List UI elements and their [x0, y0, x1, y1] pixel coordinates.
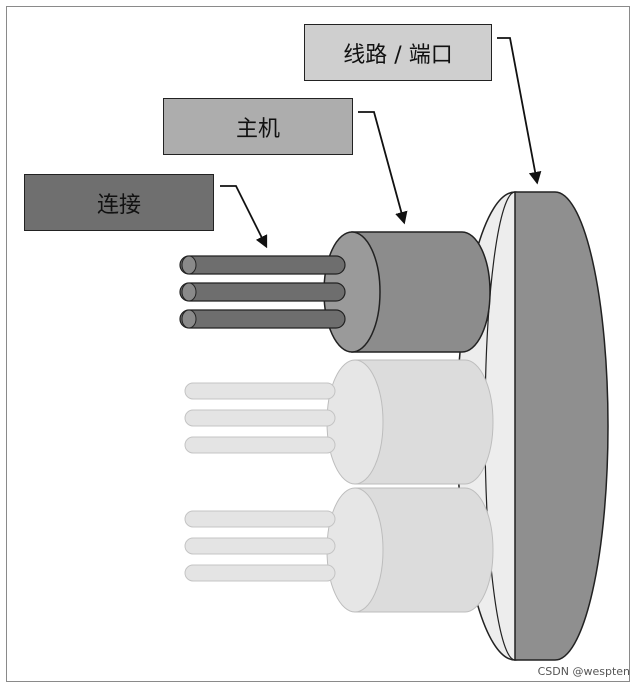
connection-bundle-inactive-2 — [184, 510, 336, 582]
label-host: 主机 — [163, 98, 353, 155]
label-connection: 连接 — [24, 174, 214, 231]
host-cylinder-inactive-2 — [326, 487, 494, 613]
arrow-host — [358, 111, 408, 225]
connection-bundle-inactive-1 — [184, 382, 336, 454]
label-line-port: 线路 / 端口 — [304, 24, 492, 81]
port-body — [514, 191, 609, 661]
arrow-line-port — [497, 37, 542, 185]
host-cylinder-inactive-1 — [326, 359, 494, 485]
arrow-connection — [220, 185, 268, 249]
connection-bundle-active — [179, 255, 346, 329]
watermark: CSDN @wespten — [537, 665, 630, 678]
host-cylinder-active — [323, 231, 491, 353]
